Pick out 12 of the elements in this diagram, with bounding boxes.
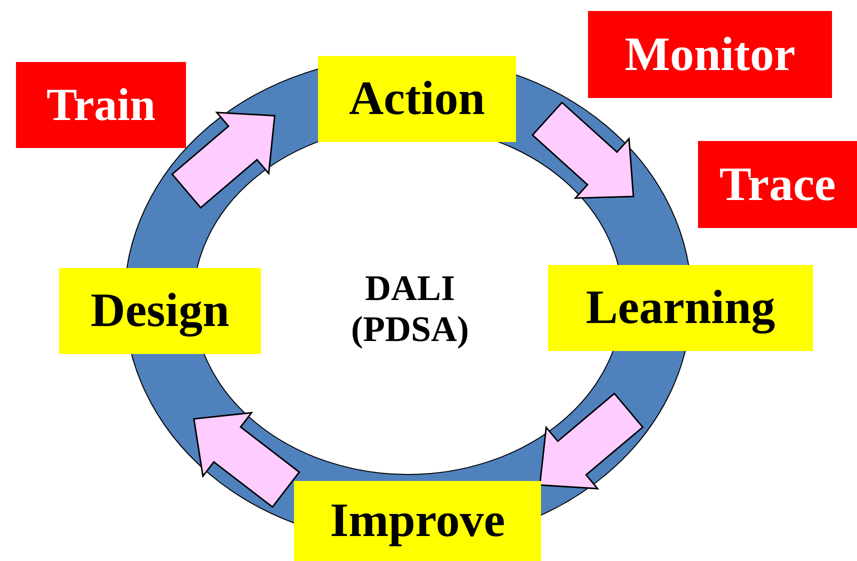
label-box: Train	[16, 62, 186, 148]
stage-box: Improve	[294, 481, 541, 561]
stage-box: Design	[59, 268, 261, 354]
center-label: DALI (PDSA)	[350, 268, 470, 351]
label-box: Trace	[698, 141, 857, 228]
block-arrow	[171, 112, 276, 209]
block-arrow	[531, 101, 634, 199]
stage-box: Action	[318, 56, 516, 142]
block-arrow	[193, 412, 300, 508]
label-box: Monitor	[588, 11, 832, 98]
block-arrow	[538, 392, 644, 490]
stage-box: Learning	[548, 265, 813, 351]
